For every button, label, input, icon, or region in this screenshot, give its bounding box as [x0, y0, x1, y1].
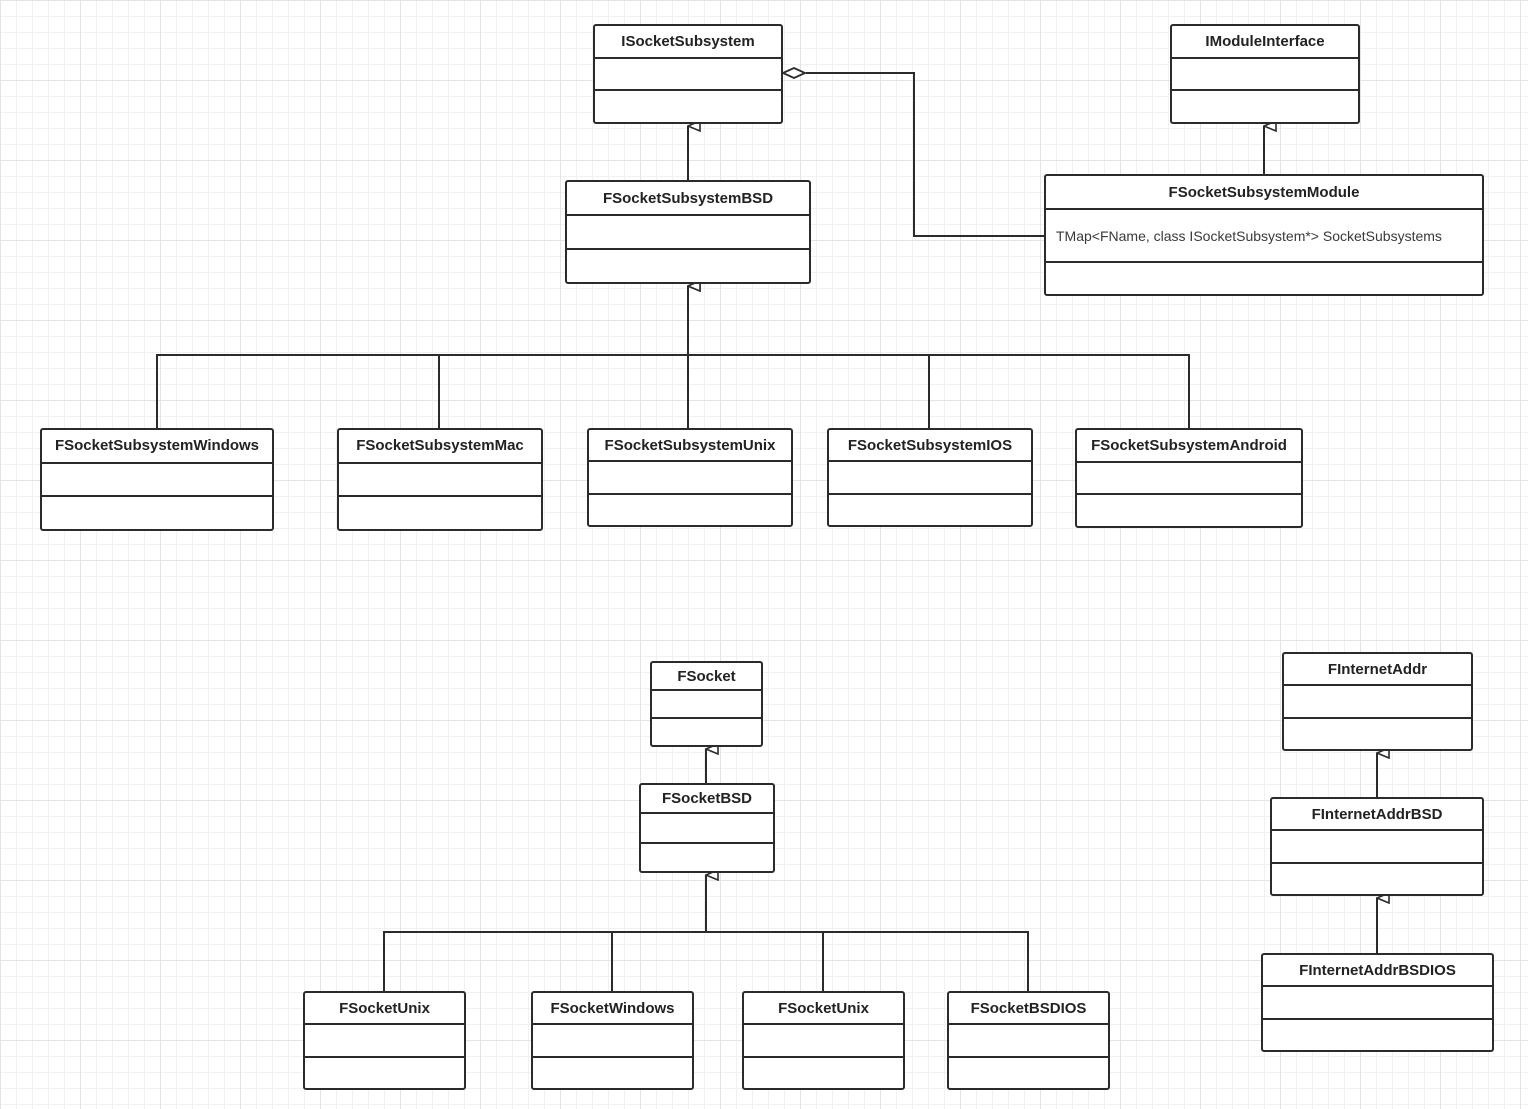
class-attributes-section	[1284, 684, 1471, 716]
class-name: FSocketSubsystemUnix	[604, 436, 776, 454]
generalization-fsocketsubsystemwindows	[156, 286, 688, 428]
class-fsocketsubsystemandroid[interactable]: FSocketSubsystemAndroid	[1075, 428, 1303, 528]
class-attributes-section	[744, 1023, 903, 1055]
class-fsocketsubsystemmac[interactable]: FSocketSubsystemMac	[337, 428, 543, 531]
class-name: FInternetAddr	[1327, 660, 1428, 678]
class-name: FSocketUnix	[339, 999, 430, 1017]
class-methods-section	[1046, 261, 1482, 294]
class-fsocketsubsystemwindows[interactable]: FSocketSubsystemWindows	[40, 428, 274, 531]
class-fsocketbsdios[interactable]: FSocketBSDIOS	[947, 991, 1110, 1090]
class-attributes-section	[829, 460, 1031, 492]
generalization-fsocketwindows	[611, 931, 706, 991]
class-attributes-section	[42, 461, 272, 496]
class-name: FSocketUnix	[778, 999, 869, 1017]
class-name: FSocketWindows	[550, 999, 675, 1017]
generalization-fsocketunix-2	[706, 931, 824, 991]
class-name: FSocketSubsystemWindows	[54, 437, 260, 455]
class-attributes-section	[949, 1023, 1108, 1055]
class-fsocketsubsystemmodule[interactable]: FSocketSubsystemModule TMap<FName, class…	[1044, 174, 1484, 296]
class-attributes-section	[567, 214, 809, 248]
class-name: ISocketSubsystem	[621, 32, 755, 50]
class-name: FSocketSubsystemAndroid	[1091, 436, 1287, 454]
class-methods-section	[595, 89, 781, 122]
class-methods-section	[42, 495, 272, 529]
generalization-fsocketsubsystemandroid	[688, 354, 1190, 428]
class-fsocketsubsystemunix[interactable]: FSocketSubsystemUnix	[587, 428, 793, 527]
class-attributes-section	[589, 460, 791, 492]
aggregation-line	[806, 72, 1044, 237]
class-methods-section	[744, 1055, 903, 1088]
class-fsocketunix[interactable]: FSocketUnix	[303, 991, 466, 1090]
class-name: FInternetAddrBSDIOS	[1299, 961, 1456, 979]
class-name: FSocketSubsystemIOS	[847, 436, 1013, 454]
class-isocketsubsystem[interactable]: ISocketSubsystem	[593, 24, 783, 124]
class-methods-section	[305, 1055, 464, 1088]
class-attributes-section	[595, 56, 781, 90]
class-attributes-section	[339, 461, 541, 496]
class-methods-section	[641, 841, 773, 871]
class-attributes-section	[533, 1023, 692, 1055]
class-methods-section	[1272, 861, 1482, 894]
class-attributes-section	[641, 812, 773, 841]
class-methods-section	[1284, 716, 1471, 749]
class-fsocketunix[interactable]: FSocketUnix	[742, 991, 905, 1090]
class-attributes-section	[1272, 829, 1482, 861]
class-imoduleinterface[interactable]: IModuleInterface	[1170, 24, 1360, 124]
class-name: FSocketSubsystemMac	[356, 437, 524, 455]
class-methods-section	[533, 1055, 692, 1088]
class-name: FSocketBSD	[661, 790, 753, 808]
class-fsocketbsd[interactable]: FSocketBSD	[639, 783, 775, 873]
class-methods-section	[829, 492, 1031, 525]
generalization-fsocketbsdios	[706, 931, 1029, 991]
class-fsocket[interactable]: FSocket	[650, 661, 763, 747]
class-name: FInternetAddrBSD	[1311, 805, 1443, 823]
class-attributes-section	[1263, 985, 1492, 1017]
generalization-fsocketunix-1	[383, 875, 706, 991]
class-attributes-section	[1077, 460, 1301, 494]
generalization-fsocketsubsystemmac	[438, 354, 688, 428]
class-methods-section	[589, 492, 791, 525]
class-finternetaddr[interactable]: FInternetAddr	[1282, 652, 1473, 751]
class-name: IModuleInterface	[1205, 32, 1325, 50]
aggregation-diamond	[780, 67, 808, 79]
class-name: FSocketSubsystemBSD	[602, 189, 774, 207]
class-fsocketsubsystembsd[interactable]: FSocketSubsystemBSD	[565, 180, 811, 284]
class-attributes-section	[1172, 56, 1358, 90]
class-fsocketsubsystemios[interactable]: FSocketSubsystemIOS	[827, 428, 1033, 527]
class-name: FSocketSubsystemModule	[1168, 183, 1360, 201]
class-attributes-section	[305, 1023, 464, 1055]
class-methods-section	[339, 495, 541, 529]
class-fsocketwindows[interactable]: FSocketWindows	[531, 991, 694, 1090]
class-name: FSocketBSDIOS	[970, 999, 1087, 1017]
class-methods-section	[949, 1055, 1108, 1088]
class-name: FSocket	[677, 667, 736, 685]
generalization-fsocketsubsystemios	[688, 354, 930, 428]
class-methods-section	[567, 248, 809, 282]
class-methods-section	[652, 717, 761, 745]
class-methods-section	[1077, 493, 1301, 526]
class-attribute: TMap<FName, class ISocketSubsystem*> Soc…	[1046, 208, 1482, 261]
class-finternetaddrbsd[interactable]: FInternetAddrBSD	[1270, 797, 1484, 896]
class-attributes-section	[652, 689, 761, 717]
class-finternetaddrbsdios[interactable]: FInternetAddrBSDIOS	[1261, 953, 1494, 1052]
class-methods-section	[1172, 89, 1358, 122]
class-methods-section	[1263, 1017, 1492, 1050]
